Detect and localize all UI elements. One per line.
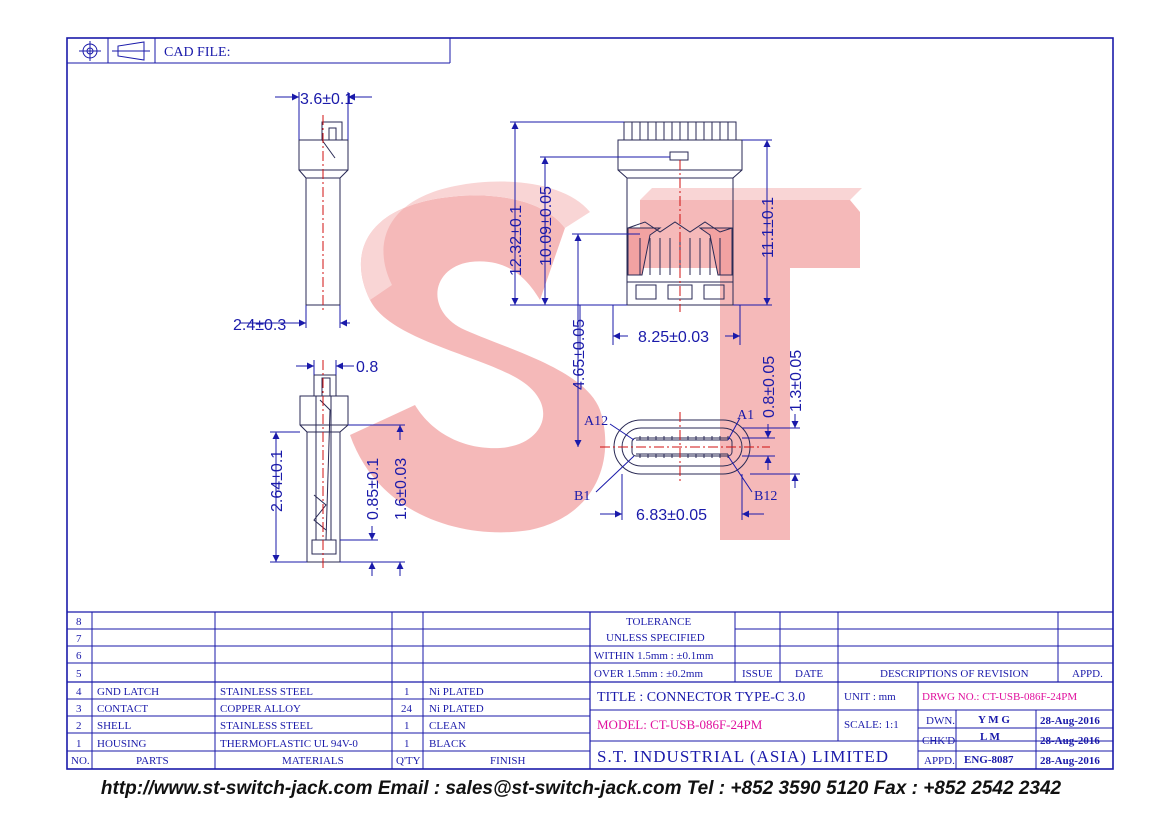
bom-no-4: 4 (76, 686, 82, 698)
bom-header-parts: PARTS (136, 755, 169, 767)
bom-part-2: SHELL (97, 720, 132, 732)
bom-header-qty: Q'TY (396, 755, 421, 767)
pin-label-b12: B12 (754, 489, 777, 504)
appd-label: APPD. (924, 755, 955, 767)
dwn-label: DWN. (926, 715, 955, 727)
dim-side-top-width: 3.6±0.1 (300, 91, 353, 108)
title-block: TITLE : CONNECTOR TYPE-C 3.0 UNIT : mm D… (590, 682, 1113, 769)
unit-label: UNIT : mm (844, 691, 896, 703)
company-name: S.T. INDUSTRIAL (ASIA) LIMITED (597, 747, 889, 766)
dim-side-bottom-width: 2.4±0.3 (233, 317, 286, 334)
dim-front-width: 8.25±0.03 (638, 329, 709, 346)
bom-no-2: 2 (76, 720, 82, 732)
dim-section-height: 2.64±0.1 (269, 450, 286, 512)
dim-section-top: 0.8 (356, 359, 378, 376)
pin-label-a1: A1 (737, 408, 754, 423)
dwn-date: 28-Aug-2016 (1040, 715, 1100, 727)
bom-material-2: STAINLESS STEEL (220, 720, 313, 732)
bom-part-4: GND LATCH (97, 686, 159, 698)
bom-no-6: 6 (76, 650, 82, 662)
bom-no-5: 5 (76, 668, 82, 680)
tolerance-line4: OVER 1.5mm : ±0.2mm (594, 668, 703, 680)
front-view: 12.32±0.1 10.09±0.05 11.1±0.1 8.25±0.03 (508, 121, 777, 346)
bom-part-1: HOUSING (97, 738, 147, 750)
revision-description: DESCRIPTIONS OF REVISION (880, 668, 1029, 680)
projection-symbol-icon (79, 41, 150, 61)
scale-label: SCALE: 1:1 (844, 719, 899, 731)
bom-header-materials: MATERIALS (282, 755, 344, 767)
dim-front-height-body: 10.09±0.05 (538, 186, 555, 266)
tolerance-line3: WITHIN 1.5mm : ±0.1mm (594, 650, 714, 662)
bom-qty-1: 1 (404, 738, 410, 750)
drawing-sheet: CAD FILE: 3.6±0.1 2.4±0.3 (66, 37, 1114, 770)
revision-appd: APPD. (1072, 668, 1103, 680)
plug-face-view: 4.65±0.05 0.8±0.05 1.3±0.05 6.83±0.05 A1… (571, 305, 805, 524)
bom-finish-3: Ni PLATED (429, 703, 484, 715)
bom-qty-3: 24 (401, 703, 413, 715)
cad-header: CAD FILE: (67, 38, 451, 64)
pin-label-b1: B1 (574, 489, 590, 504)
bom-header-no: NO. (71, 755, 90, 767)
bom-no-8: 8 (76, 616, 82, 628)
contact-footer: http://www.st-switch-jack.com Email : sa… (100, 778, 1062, 799)
bom-material-1: THERMOFLASTIC UL 94V-0 (220, 738, 358, 750)
side-view: 3.6±0.1 2.4±0.3 (233, 91, 372, 334)
tolerance-line1: TOLERANCE (626, 616, 691, 628)
bom-material-4: STAINLESS STEEL (220, 686, 313, 698)
tolerance-line2: UNLESS SPECIFIED (606, 632, 705, 644)
bom-material-3: COPPER ALLOY (220, 703, 301, 715)
drawing-title: TITLE : CONNECTOR TYPE-C 3.0 (597, 690, 805, 705)
chkd-name: L M (980, 731, 1000, 743)
dwn-name: Y M G (978, 714, 1010, 726)
bom-finish-1: BLACK (429, 738, 466, 750)
dim-front-height-right: 11.1±0.1 (760, 197, 777, 258)
appd-name: ENG-8087 (964, 754, 1014, 766)
section-view: 0.8 2.64±0.1 0.85±0.1 1.6±0.03 (269, 359, 410, 576)
model-number: MODEL: CT-USB-086F-24PM (597, 717, 763, 732)
bom-finish-2: CLEAN (429, 720, 466, 732)
cad-file-label: CAD FILE: (164, 45, 231, 60)
pin-label-a12: A12 (584, 414, 608, 429)
dim-front-height-total: 12.32±0.1 (508, 205, 525, 276)
bom-header-finish: FINISH (490, 755, 526, 767)
bom-no-1: 1 (76, 738, 82, 750)
chkd-date: 28-Aug-2016 (1040, 735, 1100, 747)
tolerance-revision-block: TOLERANCE UNLESS SPECIFIED WITHIN 1.5mm … (590, 612, 1113, 682)
bom-part-3: CONTACT (97, 703, 148, 715)
bom-qty-4: 1 (404, 686, 410, 698)
bom-no-3: 3 (76, 703, 82, 715)
dim-section-b: 1.6±0.03 (393, 458, 410, 520)
watermark-logo (350, 181, 862, 540)
appd-date: 28-Aug-2016 (1040, 755, 1100, 767)
dim-plug-width: 6.83±0.05 (636, 507, 707, 524)
revision-issue: ISSUE (742, 668, 773, 680)
bom-finish-4: Ni PLATED (429, 686, 484, 698)
chkd-label: CHK'D (922, 735, 955, 747)
bom-no-7: 7 (76, 633, 82, 645)
dim-plug-h1: 0.8±0.05 (761, 356, 778, 418)
dim-front-offset: 4.65±0.05 (571, 319, 588, 390)
bom-table: 8 7 6 5 4 GND LATCH STAINLESS STEEL 1 Ni… (67, 611, 1113, 769)
drawing-number: DRWG NO.: CT-USB-086F-24PM (922, 691, 1077, 703)
bom-qty-2: 1 (404, 720, 410, 732)
dim-plug-h2: 1.3±0.05 (788, 350, 805, 412)
dim-section-a: 0.85±0.1 (365, 458, 382, 520)
revision-date: DATE (795, 668, 823, 680)
